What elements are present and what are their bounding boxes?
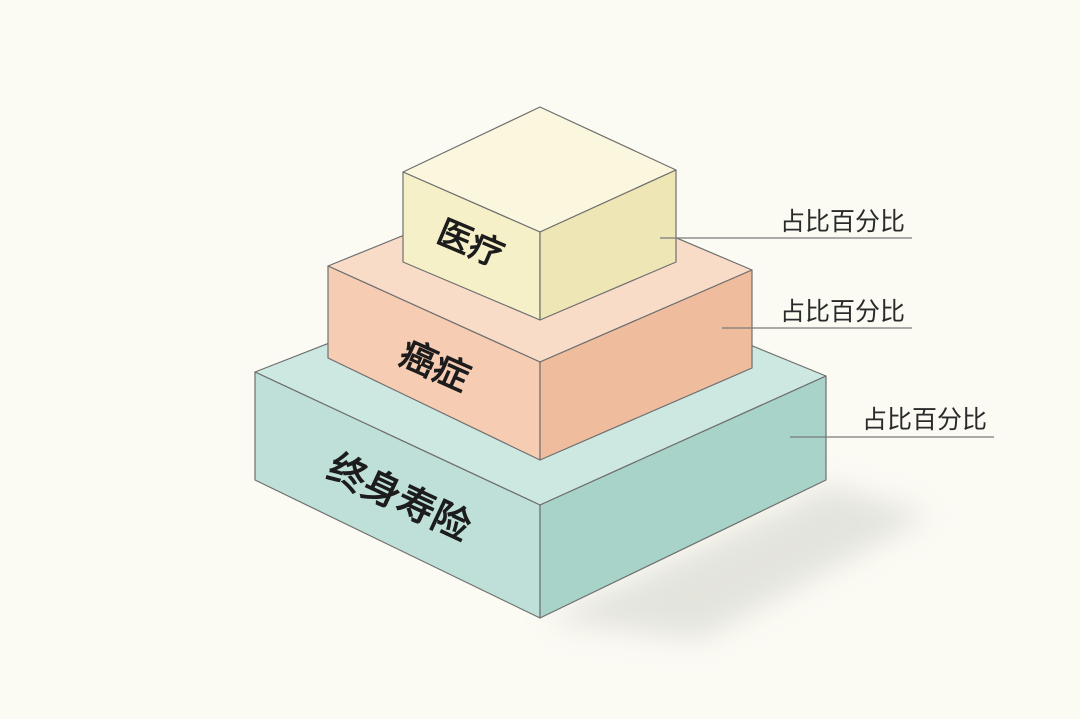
tier-top-side-face [539, 169, 677, 321]
tier-bottom-side-face [539, 375, 827, 619]
callout-middle-label: 占比百分比 [780, 297, 905, 326]
tier-top [402, 106, 677, 321]
tier-middle-side-face [539, 269, 753, 461]
ground-shadow [545, 485, 930, 640]
callout-top-label: 占比百分比 [780, 207, 905, 236]
callout-bottom-label: 占比百分比 [862, 405, 987, 434]
